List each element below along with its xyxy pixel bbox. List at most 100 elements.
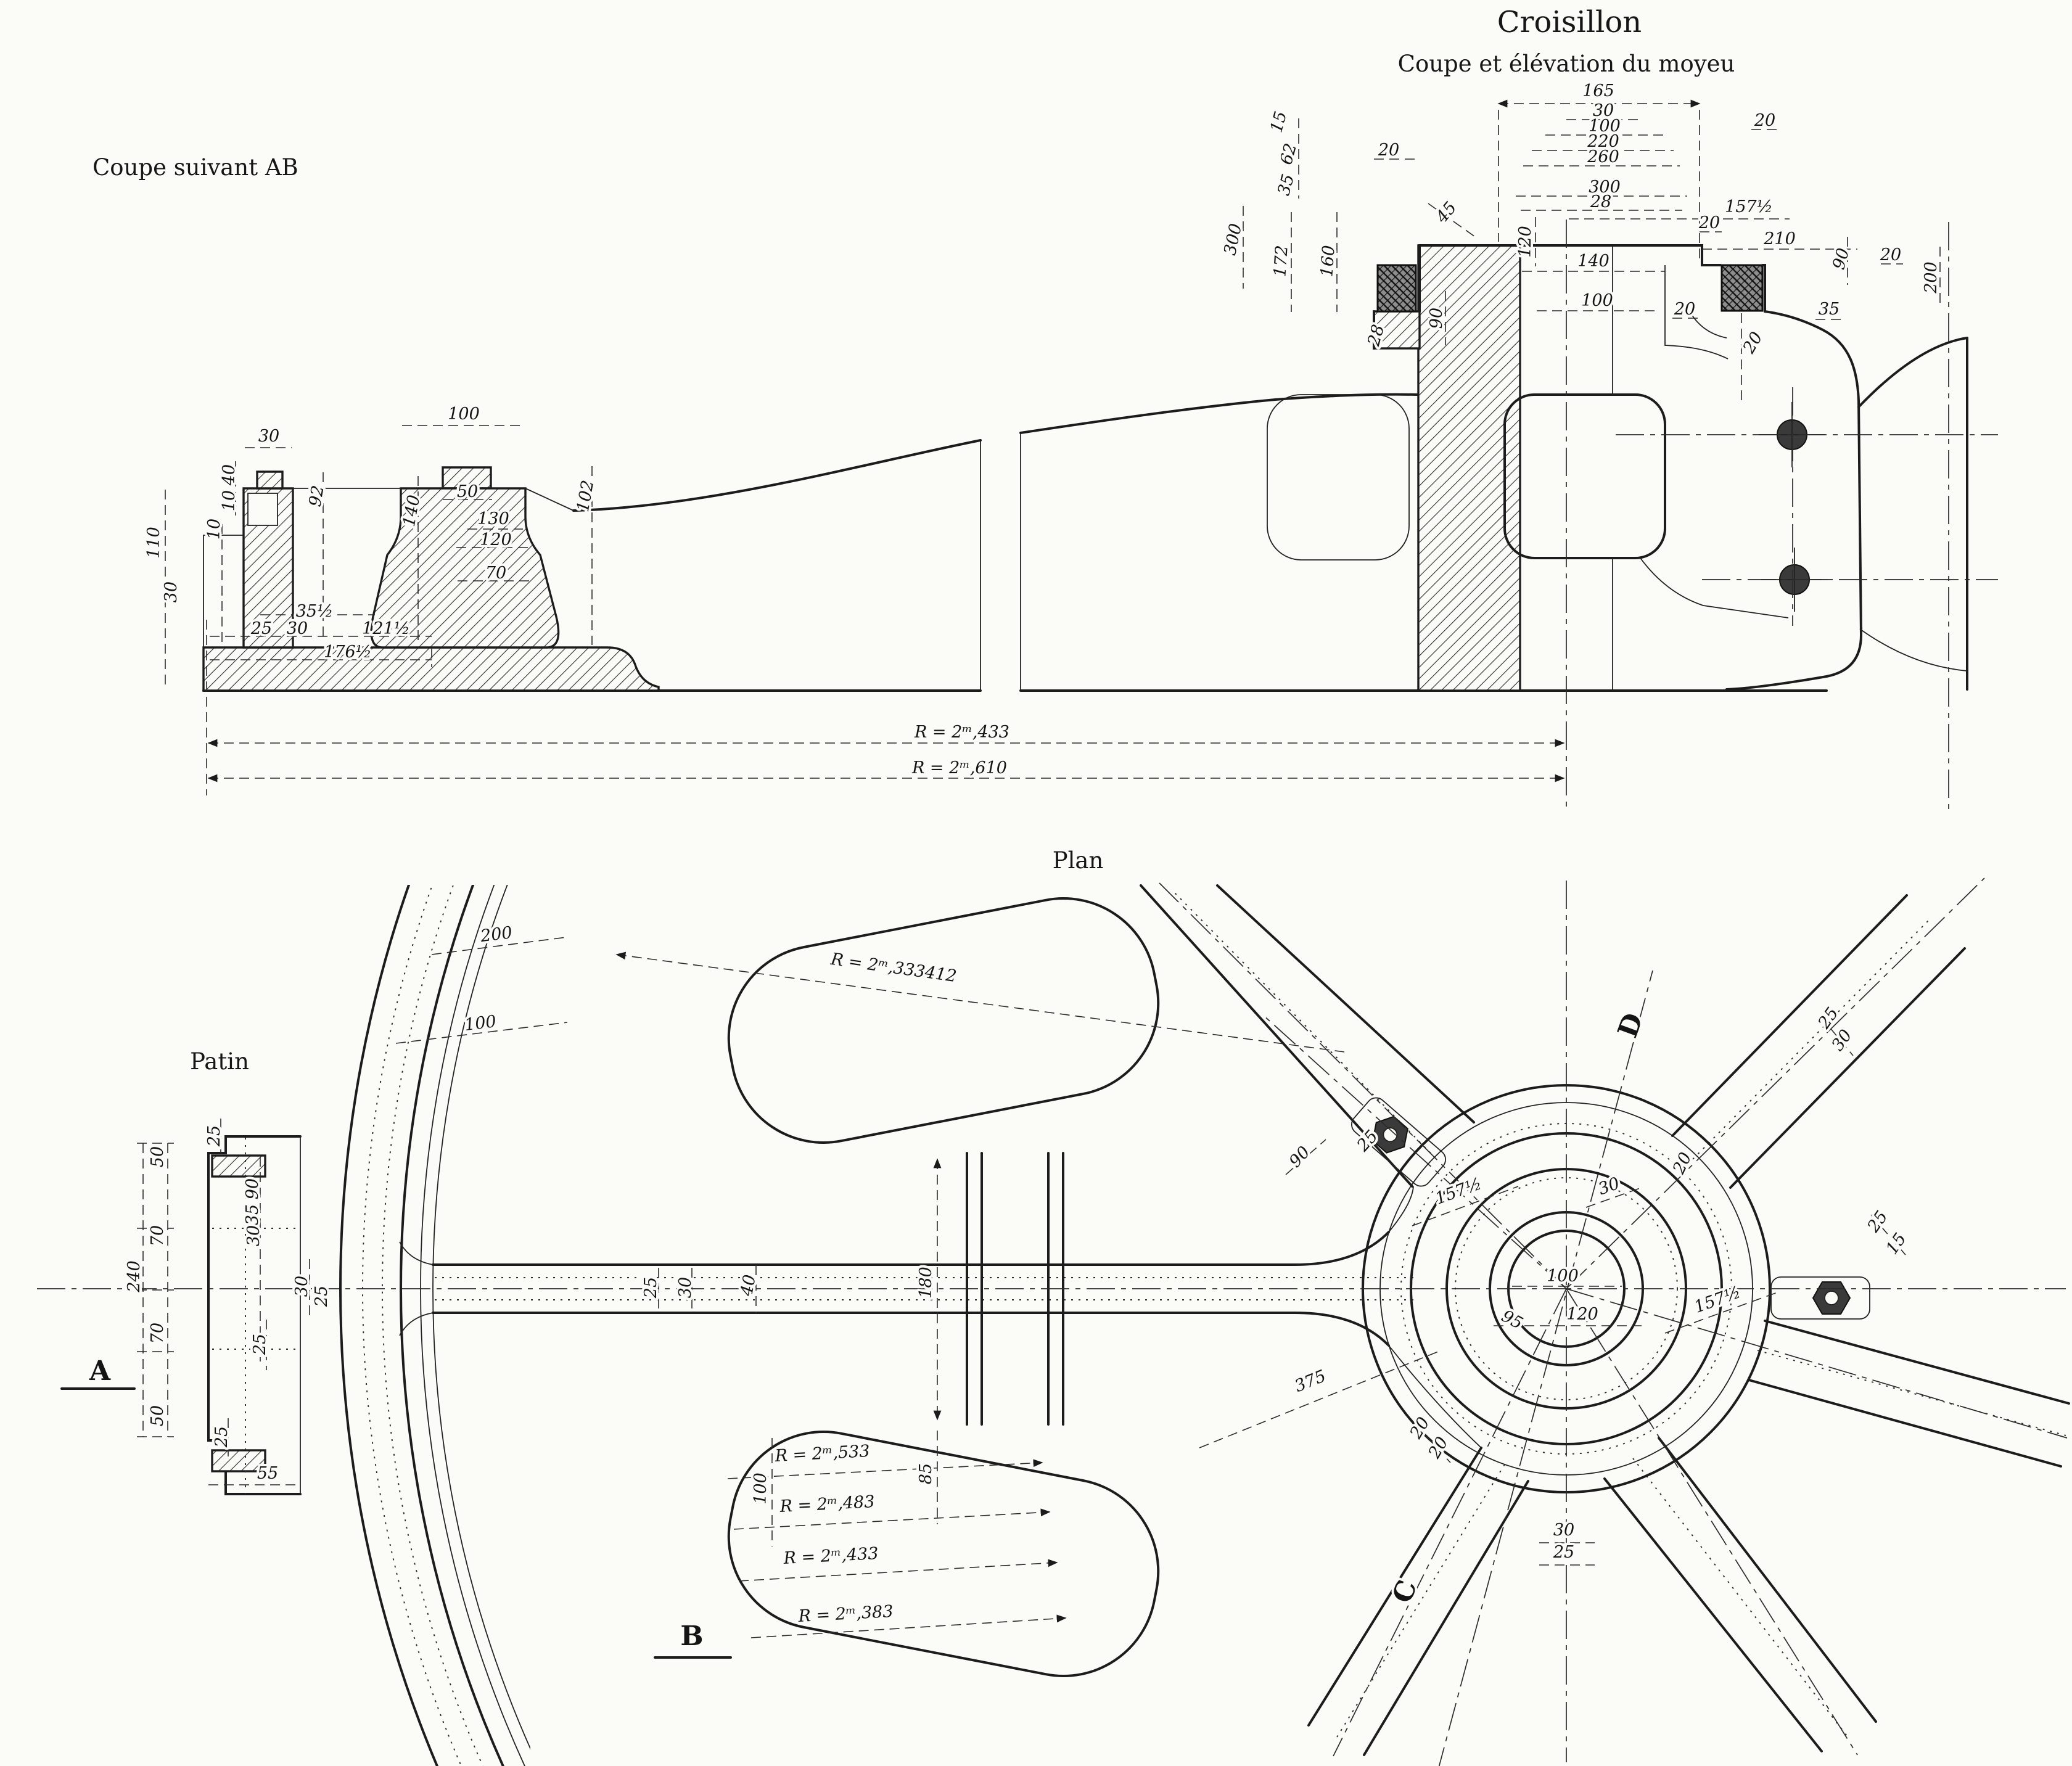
dimension-label: 260 [1587, 147, 1619, 166]
dimension-label: R = 2ᵐ,483 [779, 1492, 875, 1516]
spokes-plan [1140, 884, 2070, 1756]
dimension-label: 92 [305, 484, 327, 508]
dimension-label: 20 [1698, 213, 1720, 232]
dimension-label: 35½ [296, 602, 334, 621]
dimension-label: 140 [1577, 252, 1610, 271]
dimension-label: 20 [1754, 111, 1775, 130]
dimension-label: 30 [292, 1276, 311, 1297]
hub-wall-section [1417, 244, 1521, 692]
patin-hatch-strip-bottom [211, 1449, 266, 1472]
dimension-label: 120 [480, 530, 512, 549]
dimension-label: 20 [1674, 300, 1695, 319]
dimension-label: 220 [1587, 132, 1619, 151]
dimension-label: R = 2ᵐ,333412 [829, 950, 958, 986]
dimension-label: 157½ [1433, 1174, 1484, 1209]
dimension-label: 100 [1581, 291, 1613, 310]
dimension-label: 10 [205, 519, 224, 540]
dimension-label: 15 [1882, 1230, 1910, 1258]
dimension-label: 85 [916, 1463, 935, 1484]
dimension-label: 200 [1922, 261, 1941, 294]
dimension-label: 30 [244, 1225, 263, 1246]
dimension-label: 55 [257, 1464, 278, 1483]
dimension-label: 25 [1553, 1543, 1574, 1562]
dimension-label: 70 [148, 1225, 167, 1246]
section-marker: A [89, 1355, 111, 1387]
page-title: Croisillon [1497, 5, 1642, 39]
dimension-label: 35 [1274, 172, 1298, 197]
dimension-label: 375 [1292, 1366, 1328, 1396]
dimension-label: 35 [1819, 300, 1840, 319]
patin-plan [207, 1135, 302, 1495]
main-arm-plan [399, 1152, 1482, 1448]
dimension-label: 30 [258, 427, 279, 446]
dimension-label: 100 [448, 405, 480, 424]
dimension-label: 30 [287, 619, 308, 638]
dimension-label: 157½ [1725, 197, 1773, 216]
dimension-label: 210 [1763, 229, 1796, 248]
dimension-label: 62 [1276, 141, 1301, 166]
bolt-lug-upper-left [1350, 1097, 1447, 1187]
plan-view [60, 884, 2070, 1766]
dimension-label: 50 [457, 482, 478, 501]
dimension-lines [137, 99, 1941, 1638]
hub-view-subtitle: Coupe et élévation du moyeu [1398, 51, 1735, 77]
dimension-label: 35 [243, 1204, 262, 1225]
hub-flange-section [1373, 310, 1421, 350]
dimension-label: 25 [250, 619, 272, 638]
shaft-bore [1503, 393, 1666, 559]
dimension-label: 25 [1864, 1207, 1892, 1236]
dimension-label: 28 [1590, 192, 1611, 212]
right-nut-section [1720, 264, 1764, 312]
dimension-label: 100 [1547, 1267, 1579, 1286]
bolt-lug-right [1770, 1276, 1870, 1320]
radius-line-2383 [750, 1614, 1067, 1638]
dimension-label: 50 [148, 1405, 167, 1426]
dimension-label: 30 [1553, 1521, 1574, 1540]
radius-line-2533 [727, 1459, 1043, 1479]
dimension-label: 25 [312, 1286, 331, 1307]
dimension-label: 90 [1427, 308, 1446, 329]
radius-line-2333412 [615, 951, 1345, 1053]
dimension-label: 90 [243, 1178, 262, 1199]
dimension-label: 110 [144, 527, 163, 559]
dimension-label: 30 [676, 1277, 695, 1298]
dimension-label: 130 [477, 509, 509, 528]
dimension-label: 20 [1378, 141, 1399, 160]
dimension-label: 157½ [1692, 1283, 1743, 1317]
dimension-label: 15 [1267, 109, 1291, 134]
rib-pocket [247, 493, 278, 526]
left-nut-section [1376, 264, 1417, 313]
dimension-label: 30 [1596, 1174, 1622, 1199]
patin-label: Patin [190, 1048, 249, 1075]
rib-top-boss [256, 470, 284, 490]
dimension-label: 25 [212, 1426, 231, 1448]
web-opening-lower [727, 1431, 1160, 1677]
dimension-label: 121½ [362, 619, 410, 638]
dimension-label: 120 [1516, 226, 1535, 258]
radius-line-2433b [738, 1559, 1058, 1582]
dimension-label: R = 2ᵐ,433 [914, 723, 1009, 742]
dimension-label: 25 [205, 1125, 224, 1147]
dimension-label: 200 [479, 923, 514, 946]
web-opening-upper [727, 897, 1160, 1144]
dimension-label: 40 [220, 464, 239, 486]
dimension-label: R = 2ᵐ,533 [774, 1442, 870, 1466]
titles: Croisillon Coupe et élévation du moyeu C… [92, 5, 1735, 1075]
dimension-label: 90 [1286, 1143, 1314, 1171]
dimension-label: 20 [1739, 329, 1767, 357]
dimension-label: 100 [1589, 117, 1621, 136]
centerlines [37, 220, 2068, 1766]
dimension-label: R = 2ᵐ,610 [911, 758, 1007, 778]
dimension-label: 240 [125, 1260, 144, 1293]
dimension-label: 25 [641, 1277, 660, 1299]
dimension-label: 100 [751, 1472, 770, 1505]
dimension-label: 20 [1880, 245, 1901, 265]
arm-socket-opening [1267, 394, 1410, 561]
dimension-label: 30 [162, 581, 181, 602]
section-marker: D [1612, 1009, 1650, 1041]
patin-hatch-strip-top [211, 1154, 266, 1178]
dimension-label: 25 [250, 1334, 269, 1355]
